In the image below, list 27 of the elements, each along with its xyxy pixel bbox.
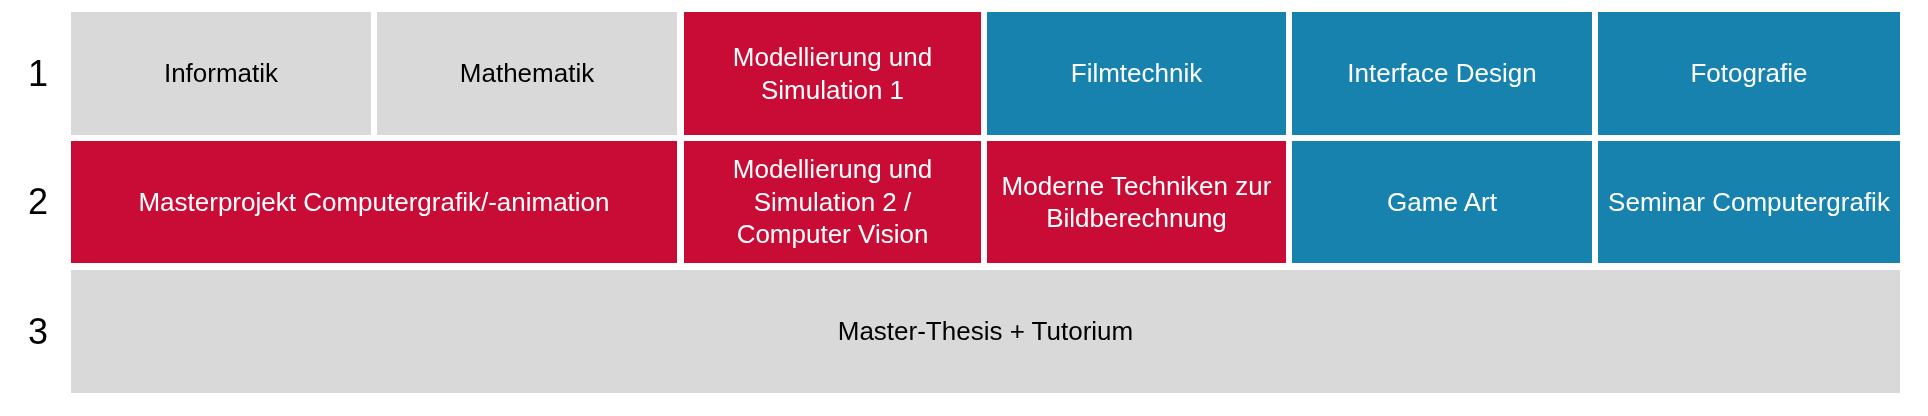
- module-name: Filmtechnik: [1070, 57, 1203, 90]
- module-name: Masterprojekt Computergrafik/-animation: [138, 185, 610, 219]
- module-name: Informatik: [163, 57, 279, 90]
- module-name: Modellierung und Simulation 1: [731, 41, 934, 106]
- module-box: [377, 12, 677, 135]
- module-box: [1598, 141, 1900, 263]
- module-box: [1292, 12, 1592, 135]
- module-box: [1292, 141, 1592, 263]
- module-box: [987, 141, 1286, 263]
- module-name: Master-Thesis + Tutorium: [837, 315, 1134, 348]
- semester-number: 3: [27, 310, 49, 353]
- module-name: Fotografie: [1690, 57, 1808, 90]
- module-box: [684, 141, 981, 263]
- module-name: Game Art: [1387, 185, 1497, 219]
- semester-number: 1: [27, 52, 49, 95]
- module-name: Interface Design: [1347, 57, 1537, 90]
- module-box: [71, 141, 677, 263]
- module-box: [987, 12, 1286, 135]
- module-box: [71, 12, 371, 135]
- semester-number: 2: [27, 181, 49, 223]
- module-name: Mathematik: [459, 57, 595, 90]
- module-box: [684, 12, 981, 135]
- module-box: [71, 270, 1900, 393]
- module-name: Moderne Techniken zur Bildberechnung: [1000, 169, 1273, 235]
- module-name: Seminar Computergrafik: [1608, 185, 1890, 219]
- module-box: [1598, 12, 1900, 135]
- module-name: Modellierung und Simulation 2 / Computer Vision: [731, 153, 934, 251]
